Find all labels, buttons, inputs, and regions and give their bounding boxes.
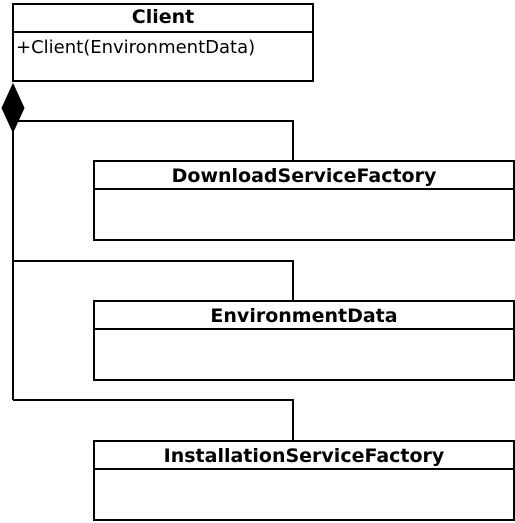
class-client-operations: +Client(EnvironmentData) xyxy=(14,33,312,63)
class-download-service-factory-body xyxy=(95,190,513,198)
class-installation-service-factory[interactable]: InstallationServiceFactory xyxy=(93,440,515,521)
class-installation-service-factory-body xyxy=(95,470,513,478)
class-environment-data-name: EnvironmentData xyxy=(95,302,513,330)
class-client-operation: +Client(EnvironmentData) xyxy=(16,37,256,58)
connector-installation-service-factory xyxy=(13,399,294,440)
class-environment-data-body xyxy=(95,330,513,338)
class-download-service-factory[interactable]: DownloadServiceFactory xyxy=(93,160,515,241)
composition-diamond-icon xyxy=(1,82,25,134)
connector-download-service-factory xyxy=(13,120,294,160)
class-environment-data[interactable]: EnvironmentData xyxy=(93,300,515,381)
class-client-name: Client xyxy=(14,5,312,33)
class-client[interactable]: Client +Client(EnvironmentData) xyxy=(12,3,314,82)
connector-environment-data xyxy=(13,260,294,300)
class-download-service-factory-name: DownloadServiceFactory xyxy=(95,162,513,190)
class-installation-service-factory-name: InstallationServiceFactory xyxy=(95,442,513,470)
